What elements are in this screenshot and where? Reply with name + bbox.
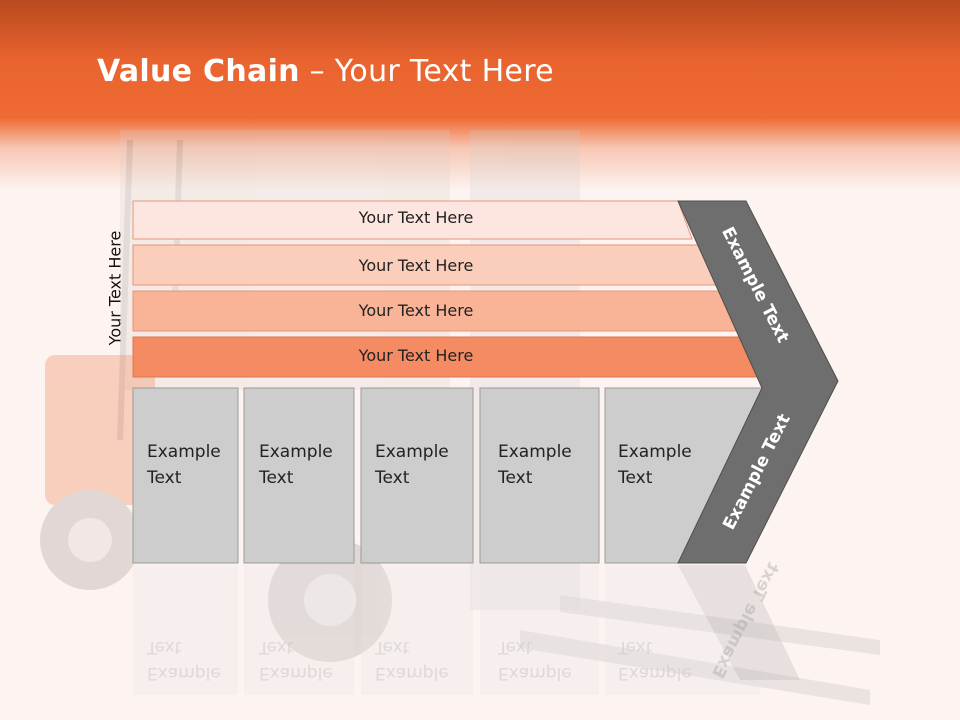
- slide-title: Value Chain – Your Text Here: [97, 54, 554, 89]
- box-1-line2: Text: [147, 468, 182, 488]
- box-1-reflection-line1: Example: [147, 663, 221, 683]
- box-reflection-2: [244, 565, 354, 695]
- box-5-reflection-line1: Example: [618, 663, 692, 683]
- arrow-reflection: [678, 565, 800, 680]
- chevron-arrow: [677, 200, 839, 564]
- box-1-line1: Example: [147, 442, 221, 462]
- box-1: [132, 387, 239, 564]
- box-reflection-4: [480, 565, 599, 695]
- box-5-reflection-label: Example Text: [618, 634, 692, 686]
- box-5-line2: Text: [618, 468, 653, 488]
- box-3-reflection-line2: Text: [375, 637, 410, 657]
- box-4-reflection-line2: Text: [498, 637, 533, 657]
- box-5-line1: Example: [618, 442, 692, 462]
- box-5-reflection-line2: Text: [618, 637, 653, 657]
- box-3-reflection-label: Example Text: [375, 634, 449, 686]
- box-1-reflection-line2: Text: [147, 637, 182, 657]
- box-4-line2: Text: [498, 468, 533, 488]
- box-2: [243, 387, 355, 564]
- header-band: [0, 0, 960, 190]
- box-reflection-5: [605, 565, 760, 695]
- box-4: [479, 387, 600, 564]
- box-1-reflection-label: Example Text: [147, 634, 221, 686]
- box-3-line1: Example: [375, 442, 449, 462]
- box-reflection-1: [133, 565, 238, 695]
- bar-1: [132, 200, 693, 240]
- box-4-reflection-line1: Example: [498, 663, 572, 683]
- bar-3-label: Your Text Here: [358, 301, 474, 320]
- bar-4-label: Your Text Here: [358, 346, 474, 365]
- box-3-line2: Text: [375, 468, 410, 488]
- box-2-line2: Text: [259, 468, 294, 488]
- box-4-line1: Example: [498, 442, 572, 462]
- box-2-line1: Example: [259, 442, 333, 462]
- box-3-reflection-line1: Example: [375, 663, 449, 683]
- reflection-group: [133, 565, 800, 695]
- bar-2-label: Your Text Here: [358, 256, 474, 275]
- box-2-reflection-label: Example Text: [259, 634, 333, 686]
- box-reflection-3: [361, 565, 473, 695]
- box-4-reflection-label: Example Text: [498, 634, 572, 686]
- box-2-reflection-line1: Example: [259, 663, 333, 683]
- box-3: [360, 387, 474, 564]
- box-2-reflection-line2: Text: [259, 637, 294, 657]
- title-bold: Value Chain: [97, 54, 300, 89]
- title-rest: – Your Text Here: [299, 54, 554, 89]
- bar-1-label: Your Text Here: [358, 208, 474, 227]
